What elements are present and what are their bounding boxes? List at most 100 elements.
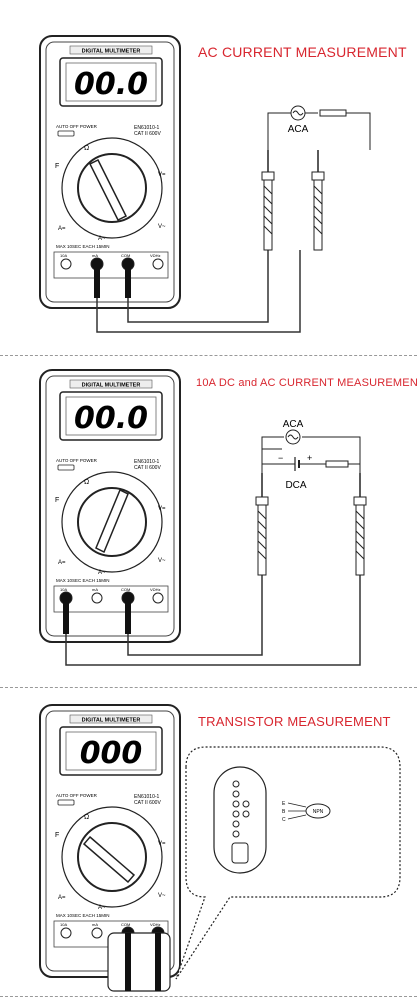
jack-label-ma: mA — [92, 587, 98, 592]
socket-pin-c: C — [282, 817, 286, 823]
jack-label-10a: 10A — [60, 922, 67, 927]
lcd-window — [65, 731, 157, 771]
panel-transistor: TRANSISTOR MEASUREMENT DIGITAL MULTIMETE… — [0, 687, 417, 1000]
multimeter-diagram: DIGITAL MULTIMETER 00.0 AUTO OFF POWER E… — [39, 35, 371, 333]
model-label: EN61010-1 — [134, 794, 160, 800]
lcd-display: 00.0 — [74, 67, 148, 102]
jack-label-com: COM — [121, 922, 130, 927]
lcd-window — [65, 62, 157, 102]
brand-plate — [69, 714, 153, 724]
dial-ohm-label: Ω — [84, 479, 89, 486]
jack-label-10a: 10A — [60, 253, 67, 258]
dial-aac-label: A~ — [98, 570, 106, 576]
jack-label-v: VΩHz — [150, 587, 161, 592]
jack-panel — [53, 585, 169, 613]
jack-10a — [60, 927, 72, 939]
panel-heading: 10A DC and AC CURRENT MEASUREMENT — [196, 377, 417, 389]
transistor-label: NPN — [313, 809, 324, 815]
power-label: AUTO OFF POWER — [56, 458, 98, 463]
dial-v-label: V= — [158, 506, 166, 512]
pin-lead-e — [287, 802, 307, 808]
plug-red — [94, 264, 100, 298]
wire-black — [127, 575, 263, 656]
dial-aac-label: A~ — [98, 905, 106, 911]
battery-plus: + — [307, 453, 312, 463]
ac-source-label: ACA — [288, 124, 309, 135]
circuit-ac-branch-right — [302, 436, 361, 465]
probe-black — [261, 150, 275, 251]
power-button — [57, 799, 75, 806]
jack-label-com: COM — [121, 253, 130, 258]
socket-pin-e: E — [282, 801, 286, 807]
socket-pin-b: B — [282, 809, 286, 815]
panel-10a-current: 10A DC and AC CURRENT MEASUREMENT DIGITA… — [0, 355, 417, 687]
dc-source-label: DCA — [285, 480, 306, 491]
jack-label-10a: 10A — [60, 587, 67, 592]
power-label: AUTO OFF POWER — [56, 124, 98, 129]
dial-f-label: F — [55, 497, 59, 504]
jack-label-ma: mA — [92, 253, 98, 258]
lcd-display: 00.0 — [74, 401, 148, 436]
dial-a-label: A= — [58, 560, 66, 566]
resistor — [325, 460, 349, 468]
divider — [0, 996, 417, 997]
meter-brand: DIGITAL MULTIMETER — [82, 49, 141, 55]
resistor — [319, 109, 347, 117]
jack-10a — [60, 258, 72, 270]
dial-vac-label: V~ — [158, 893, 166, 899]
power-button — [57, 464, 75, 471]
plug-black — [125, 264, 131, 298]
multimeter-diagram: DIGITAL MULTIMETER 00.0 AUTO OFF POWER E… — [39, 369, 367, 666]
wire-red — [96, 250, 301, 333]
jack-label-com: COM — [121, 587, 130, 592]
plug-black — [125, 933, 131, 991]
dial-vac-label: V~ — [158, 558, 166, 564]
category-label: CAT II 600V — [134, 131, 161, 137]
jack-v — [152, 592, 164, 604]
jack-label-v: VΩHz — [150, 253, 161, 258]
transistor-symbol — [305, 803, 331, 819]
meter-inner-frame — [45, 375, 175, 637]
category-label: CAT II 600V — [134, 465, 161, 471]
transistor-adapter — [107, 932, 171, 992]
jack-ma — [91, 592, 103, 604]
dial-pointer — [95, 488, 129, 554]
ac-source-label: ACA — [283, 419, 304, 430]
dial-a-label: A= — [58, 226, 66, 232]
dial-pointer — [88, 158, 128, 222]
meter-brand: DIGITAL MULTIMETER — [82, 718, 141, 724]
plug-black — [125, 598, 131, 634]
dial-vac-label: V~ — [158, 224, 166, 230]
transistor-socket — [213, 766, 267, 874]
lcd-window — [65, 396, 157, 436]
pin-lead-c — [287, 814, 307, 820]
probe-black — [255, 473, 269, 576]
plug-red — [63, 598, 69, 634]
meter-inner-frame — [45, 41, 175, 303]
dial-f-label: F — [55, 163, 59, 170]
jack-label-v: VΩHz — [150, 922, 161, 927]
model-label: EN61010-1 — [134, 125, 160, 131]
dial-ohm-label: Ω — [84, 814, 89, 821]
model-label: EN61010-1 — [134, 459, 160, 465]
circuit-wire-right — [346, 112, 371, 150]
lcd-display: 000 — [80, 736, 143, 771]
power-button — [57, 130, 75, 137]
dial-f-label: F — [55, 832, 59, 839]
multimeter-diagram: DIGITAL MULTIMETER 000 AUTO OFF POWER EN… — [39, 704, 401, 992]
dial-aac-label: A~ — [98, 236, 106, 242]
dial-v-label: V= — [158, 841, 166, 847]
panel-heading: AC CURRENT MEASUREMENT — [198, 44, 407, 60]
probe-red — [311, 150, 325, 251]
divider — [0, 355, 417, 356]
dial-a-label: A= — [58, 895, 66, 901]
category-label: CAT II 600V — [134, 800, 161, 806]
divider — [0, 687, 417, 688]
max-note: MAX 10SEC EACH 15MIN — [56, 578, 110, 583]
probe-red — [353, 473, 367, 576]
jack-panel — [53, 251, 169, 279]
plug-red — [155, 933, 161, 991]
panel-heading: TRANSISTOR MEASUREMENT — [198, 714, 391, 729]
callout-bubble — [175, 746, 401, 980]
max-note: MAX 10SEC EACH 15MIN — [56, 244, 110, 249]
